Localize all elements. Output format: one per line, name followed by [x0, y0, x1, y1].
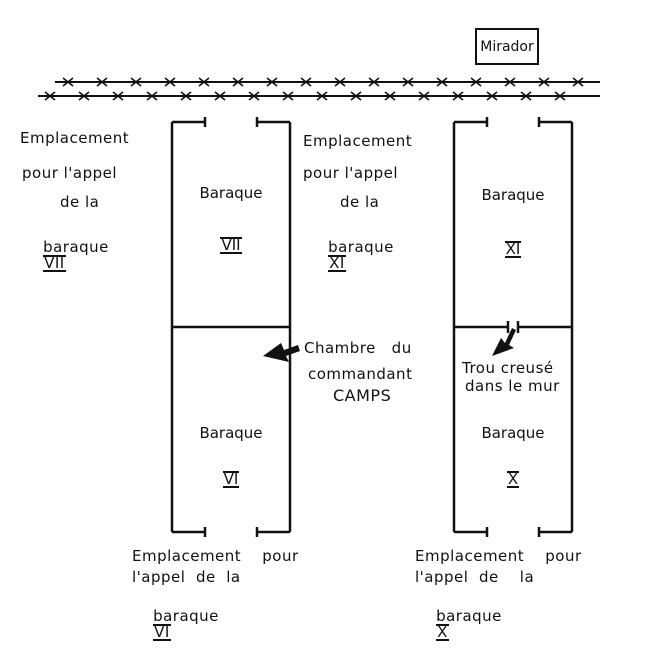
- arrow-commander-room: [263, 343, 300, 362]
- rollcall-vii-line1: Emplacement: [20, 129, 130, 147]
- rollcall-xi-line4-wrap: baraque XI: [307, 225, 394, 287]
- barb: [538, 77, 550, 87]
- barb: [282, 91, 294, 101]
- barbed-wire-fence: [38, 77, 600, 101]
- barb: [96, 77, 108, 87]
- rollcall-x-line3-wrap: baraque X: [415, 594, 502, 656]
- building-right: [452, 117, 574, 537]
- barb: [44, 91, 56, 101]
- rollcall-vii-line3: de la: [60, 193, 100, 211]
- barb: [316, 91, 328, 101]
- barb: [486, 91, 498, 101]
- barbs: [44, 77, 584, 101]
- barrack-x-number: X: [506, 470, 520, 488]
- rollcall-x-line1: Emplacement pour: [415, 547, 582, 565]
- barb: [452, 91, 464, 101]
- barb: [232, 77, 244, 87]
- barrack-x-number-wrap: X: [454, 470, 572, 488]
- barb: [572, 77, 584, 87]
- barb: [368, 77, 380, 87]
- barb: [402, 77, 414, 87]
- barb: [384, 91, 396, 101]
- barb: [300, 77, 312, 87]
- barrack-xi-number: XI: [504, 240, 522, 258]
- barrack-xi-name: Baraque: [481, 186, 545, 204]
- commander-line1: Chambre du: [304, 339, 412, 357]
- rollcall-xi-number: XI: [328, 254, 346, 272]
- barb: [198, 77, 210, 87]
- barb: [112, 91, 124, 101]
- barrack-vi-name: Baraque: [199, 424, 263, 442]
- barb: [520, 91, 532, 101]
- barrack-vii-name: Baraque: [199, 184, 263, 202]
- barb: [554, 91, 566, 101]
- barb: [146, 91, 158, 101]
- rollcall-vi-line3: baraque: [153, 607, 219, 625]
- rollcall-vi-number: VI: [153, 623, 171, 641]
- barrack-vi-number: VI: [222, 470, 240, 488]
- rollcall-vi-line3-wrap: baraque VI: [132, 594, 219, 656]
- barrack-vii-number-wrap: VII: [172, 236, 290, 254]
- rollcall-x-line3: baraque: [436, 607, 502, 625]
- barb: [266, 77, 278, 87]
- barb: [130, 77, 142, 87]
- commander-line2: commandant: [308, 365, 413, 383]
- barb: [214, 91, 226, 101]
- rollcall-xi-line4: baraque: [328, 238, 394, 256]
- hole-line1: Trou creusé: [462, 359, 554, 377]
- watchtower-label: Mirador: [475, 28, 539, 65]
- arrow-hole-in-wall: [492, 328, 516, 356]
- barb: [78, 91, 90, 101]
- barrack-vi-number-wrap: VI: [172, 470, 290, 488]
- rollcall-vii-line4-wrap: baraque VII: [22, 225, 109, 287]
- barrack-xi-number-wrap: XI: [454, 240, 572, 258]
- rollcall-vii-line2: pour l'appel: [22, 164, 118, 182]
- barb: [504, 77, 516, 87]
- rollcall-xi-line1: Emplacement: [303, 132, 413, 150]
- rollcall-x-number: X: [436, 623, 449, 641]
- barb: [418, 91, 430, 101]
- barrack-x-name: Baraque: [481, 424, 545, 442]
- rollcall-vi-line1: Emplacement pour: [132, 547, 299, 565]
- barb: [436, 77, 448, 87]
- barrack-vii-number: VII: [220, 236, 242, 254]
- barb: [180, 91, 192, 101]
- rollcall-xi-line2: pour l'appel: [303, 164, 399, 182]
- rollcall-vii-number: VII: [43, 254, 66, 272]
- barb: [350, 91, 362, 101]
- building-left: [170, 117, 292, 537]
- hole-line2: dans le mur: [465, 377, 560, 395]
- barb: [62, 77, 74, 87]
- commander-line3: CAMPS: [333, 386, 392, 405]
- rollcall-vii-line4: baraque: [43, 238, 109, 256]
- barb: [164, 77, 176, 87]
- rollcall-xi-line3: de la: [340, 193, 380, 211]
- barb: [248, 91, 260, 101]
- barb: [334, 77, 346, 87]
- rollcall-x-line2: l'appel de la: [415, 568, 535, 586]
- barb: [470, 77, 482, 87]
- rollcall-vi-line2: l'appel de la: [132, 568, 241, 586]
